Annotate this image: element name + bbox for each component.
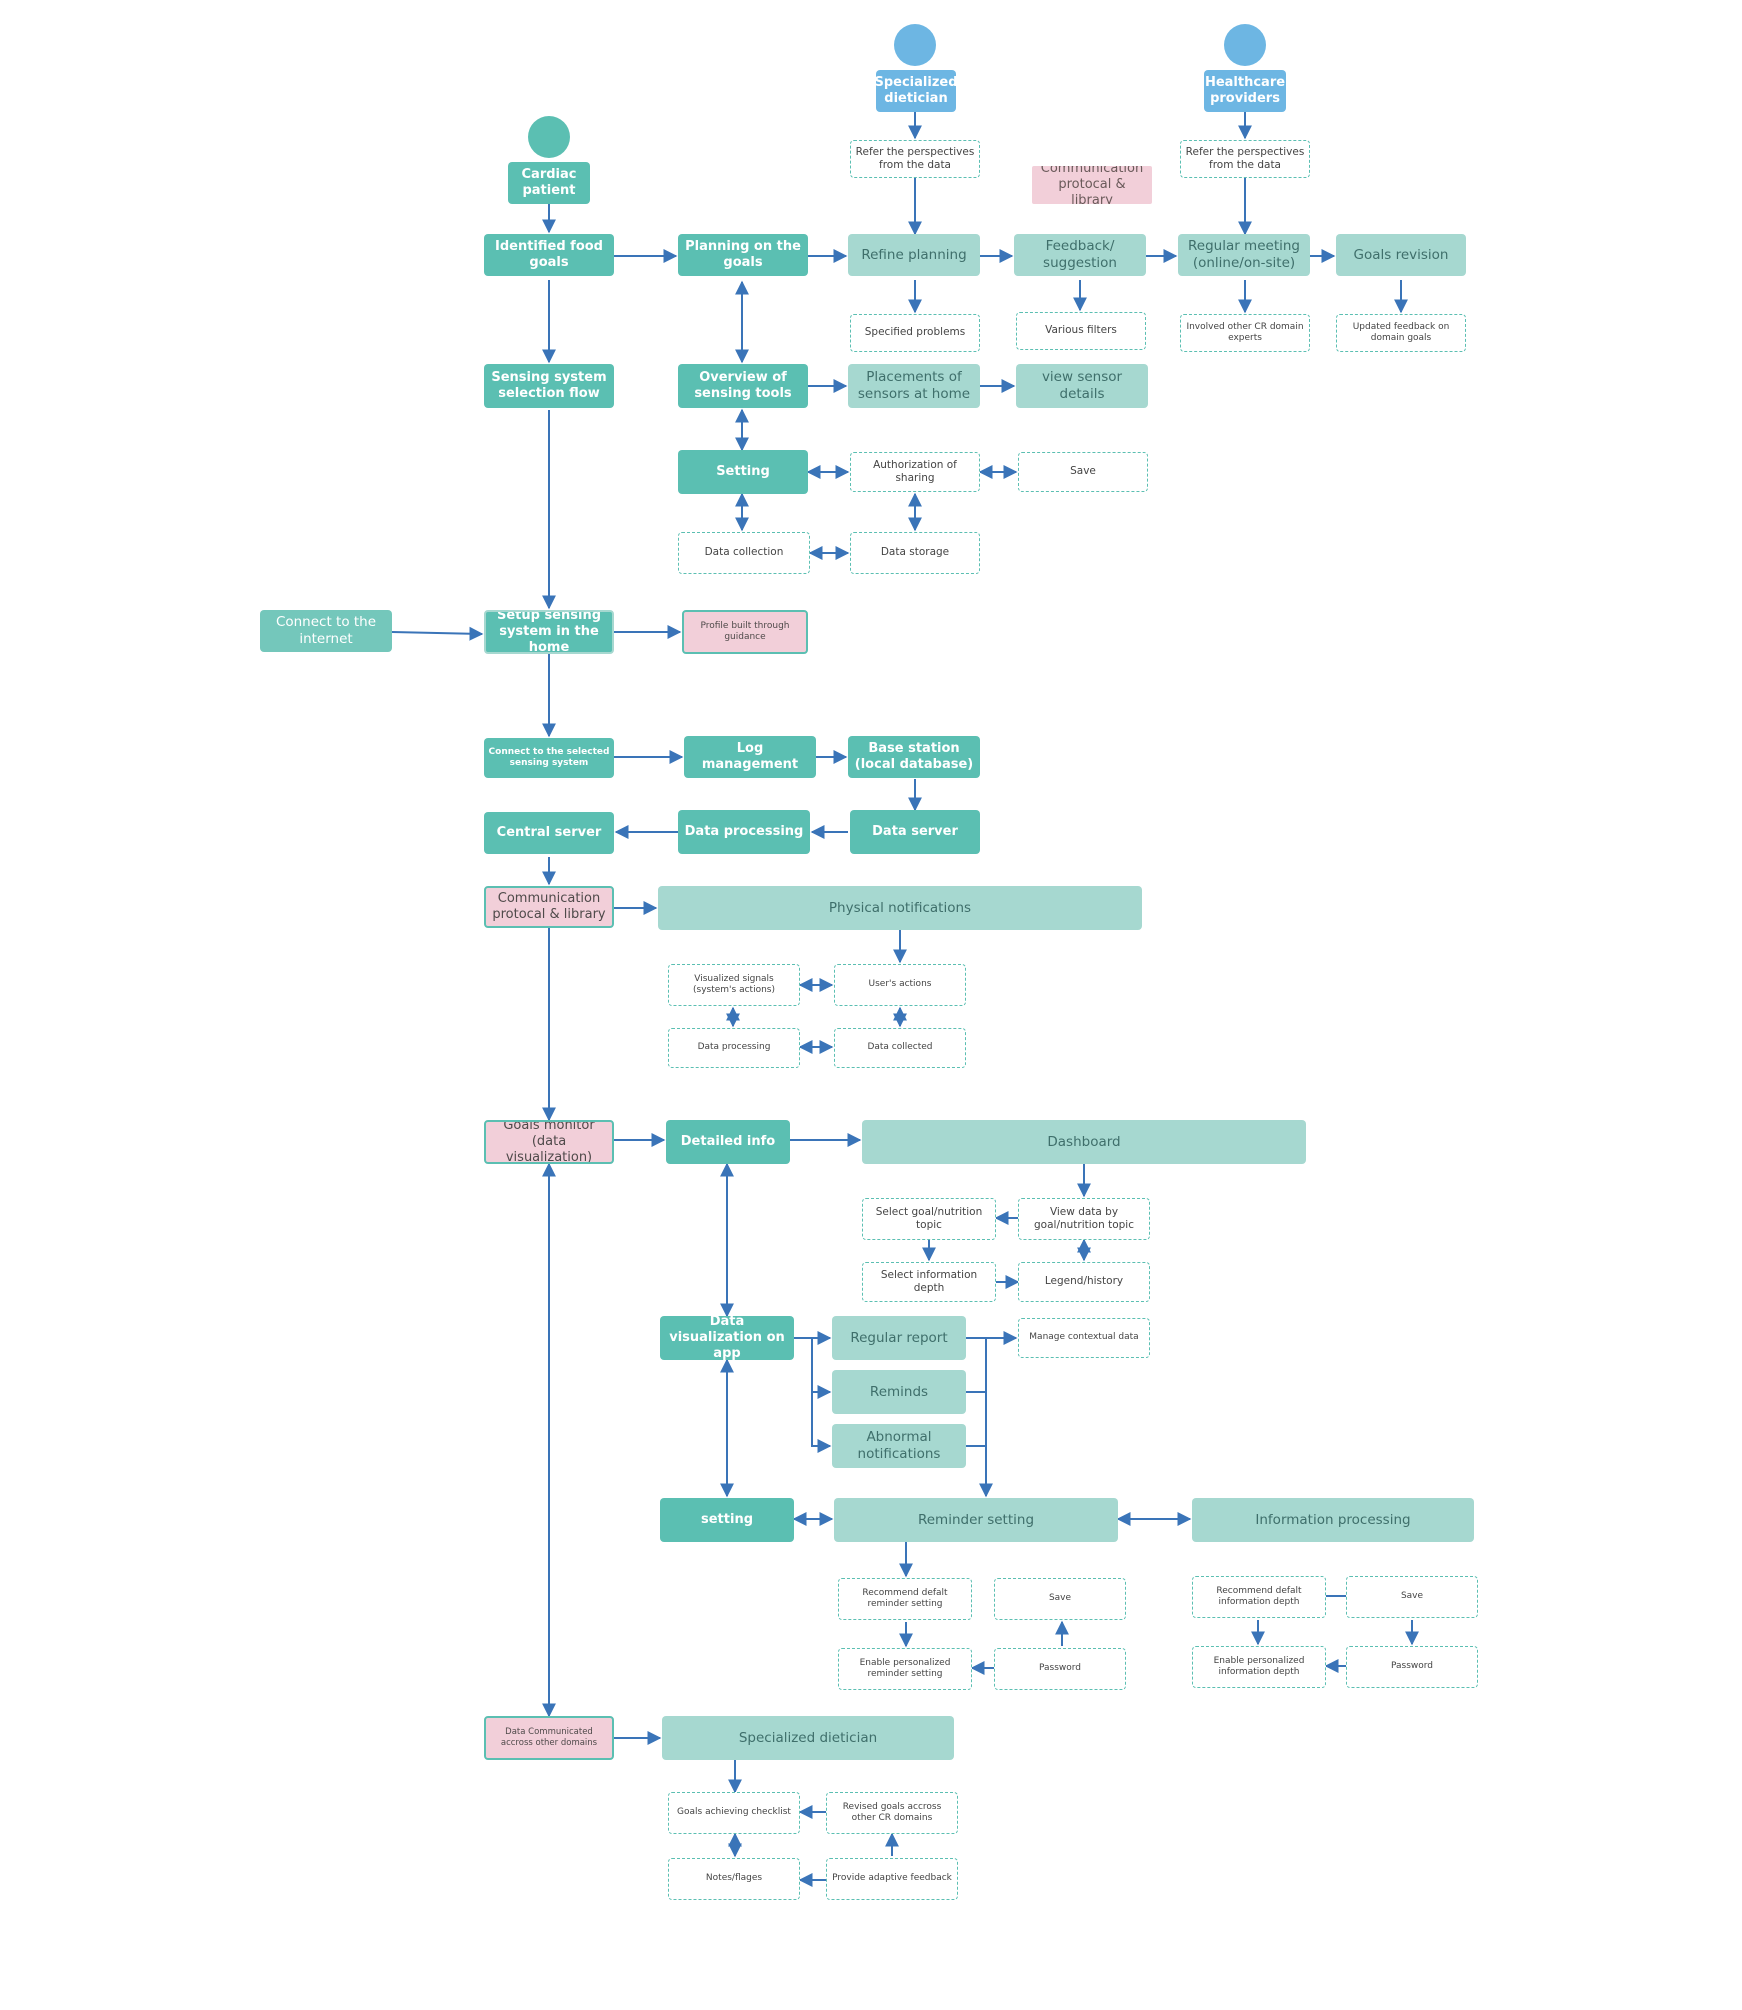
goals-monitor[interactable]: Goals monitor (data visualization) <box>484 1120 614 1164</box>
communication-protocol-mid[interactable]: Communication protocal & library <box>484 886 614 928</box>
enable-info-depth[interactable]: Enable personalized information depth <box>1192 1646 1326 1688</box>
refer-perspectives-healthcare[interactable]: Refer the perspectives from the data <box>1180 140 1310 178</box>
actor-cardiac-patient[interactable]: Cardiac patient <box>508 162 590 204</box>
recommend-info-depth[interactable]: Recommend defalt information depth <box>1192 1576 1326 1618</box>
view-data-topic[interactable]: View data by goal/nutrition topic <box>1018 1198 1150 1240</box>
communication-protocol-top[interactable]: Communication protocal & library <box>1032 166 1152 204</box>
goals-revision[interactable]: Goals revision <box>1336 234 1466 276</box>
visualized-signals[interactable]: Visualized signals (system's actions) <box>668 964 800 1006</box>
password-reminder[interactable]: Password <box>994 1648 1126 1690</box>
connect-selected[interactable]: Connect to the selected sensing system <box>484 738 614 778</box>
various-filters[interactable]: Various filters <box>1016 312 1146 350</box>
refine-planning[interactable]: Refine planning <box>848 234 980 276</box>
overview-sensing-tools[interactable]: Overview of sensing tools <box>678 364 808 408</box>
data-communicated[interactable]: Data Communicated accross other domains <box>484 1716 614 1760</box>
data-processing-mid[interactable]: Data processing <box>678 810 810 854</box>
notes-flags[interactable]: Notes/flages <box>668 1858 800 1900</box>
recommend-reminder[interactable]: Recommend defalt reminder setting <box>838 1578 972 1620</box>
connector <box>391 626 484 641</box>
placements-sensors[interactable]: Placements of sensors at home <box>848 364 980 408</box>
view-sensor-details[interactable]: view sensor details <box>1016 364 1148 408</box>
specified-problems[interactable]: Specified problems <box>850 314 980 352</box>
data-storage[interactable]: Data storage <box>850 532 980 574</box>
manage-contextual[interactable]: Manage contextual data <box>1018 1318 1150 1358</box>
connect-internet[interactable]: Connect to the internet <box>260 610 392 652</box>
save-info[interactable]: Save <box>1346 1576 1478 1618</box>
healthcare-providers-avatar-icon <box>1224 24 1266 66</box>
base-station[interactable]: Base station (local database) <box>848 736 980 778</box>
users-actions[interactable]: User's actions <box>834 964 966 1006</box>
adaptive-feedback[interactable]: Provide adaptive feedback <box>826 1858 958 1900</box>
feedback-suggestion[interactable]: Feedback/ suggestion <box>1014 234 1146 276</box>
select-goal-topic[interactable]: Select goal/nutrition topic <box>862 1198 996 1240</box>
regular-report[interactable]: Regular report <box>832 1316 966 1360</box>
authorization-sharing[interactable]: Authorization of sharing <box>850 452 980 492</box>
detailed-info[interactable]: Detailed info <box>666 1120 790 1164</box>
data-processing-small[interactable]: Data processing <box>668 1028 800 1068</box>
connector <box>794 1337 832 1399</box>
data-collected[interactable]: Data collected <box>834 1028 966 1068</box>
dashboard[interactable]: Dashboard <box>862 1120 1306 1164</box>
save-reminder[interactable]: Save <box>994 1578 1126 1620</box>
actor-specialized-dietician[interactable]: Specialized dietician <box>876 70 956 112</box>
updated-feedback[interactable]: Updated feedback on domain goals <box>1336 314 1466 352</box>
setting-top[interactable]: Setting <box>678 450 808 494</box>
data-collection[interactable]: Data collection <box>678 532 810 574</box>
refer-perspectives-dietician[interactable]: Refer the perspectives from the data <box>850 140 980 178</box>
profile-built[interactable]: Profile built through guidance <box>682 610 808 654</box>
goals-checklist[interactable]: Goals achieving checklist <box>668 1792 800 1834</box>
information-processing[interactable]: Information processing <box>1192 1498 1474 1542</box>
actor-healthcare-providers[interactable]: Healthcare providers <box>1204 70 1286 112</box>
reminds[interactable]: Reminds <box>832 1370 966 1414</box>
password-info[interactable]: Password <box>1346 1646 1478 1688</box>
setup-sensing[interactable]: Setup sensing system in the home <box>484 610 614 654</box>
planning-on-goals[interactable]: Planning on the goals <box>678 234 808 276</box>
abnormal-notifications[interactable]: Abnormal notifications <box>832 1424 966 1468</box>
cardiac-patient-avatar-icon <box>528 116 570 158</box>
physical-notifications[interactable]: Physical notifications <box>658 886 1142 930</box>
legend-history[interactable]: Legend/history <box>1018 1262 1150 1302</box>
specialized-dietician-avatar-icon <box>894 24 936 66</box>
central-server[interactable]: Central server <box>484 812 614 854</box>
connector <box>811 1392 832 1453</box>
setting-bottom[interactable]: setting <box>660 1498 794 1542</box>
involved-experts[interactable]: Involved other CR domain experts <box>1180 314 1310 352</box>
regular-meeting[interactable]: Regular meeting (online/on-site) <box>1178 234 1310 276</box>
revised-goals[interactable]: Revised goals accross other CR domains <box>826 1792 958 1834</box>
save-top[interactable]: Save <box>1018 452 1148 492</box>
sensing-system-selection[interactable]: Sensing system selection flow <box>484 364 614 408</box>
log-management[interactable]: Log management <box>684 736 816 778</box>
enable-reminder[interactable]: Enable personalized reminder setting <box>838 1648 972 1690</box>
reminder-setting[interactable]: Reminder setting <box>834 1498 1118 1542</box>
identified-food-goals[interactable]: Identified food goals <box>484 234 614 276</box>
data-viz-app[interactable]: Data visualization on app <box>660 1316 794 1360</box>
data-server[interactable]: Data server <box>850 810 980 854</box>
specialized-dietician-bottom[interactable]: Specialized dietician <box>662 1716 954 1760</box>
select-info-depth[interactable]: Select information depth <box>862 1262 996 1302</box>
connectors <box>391 112 1419 1887</box>
